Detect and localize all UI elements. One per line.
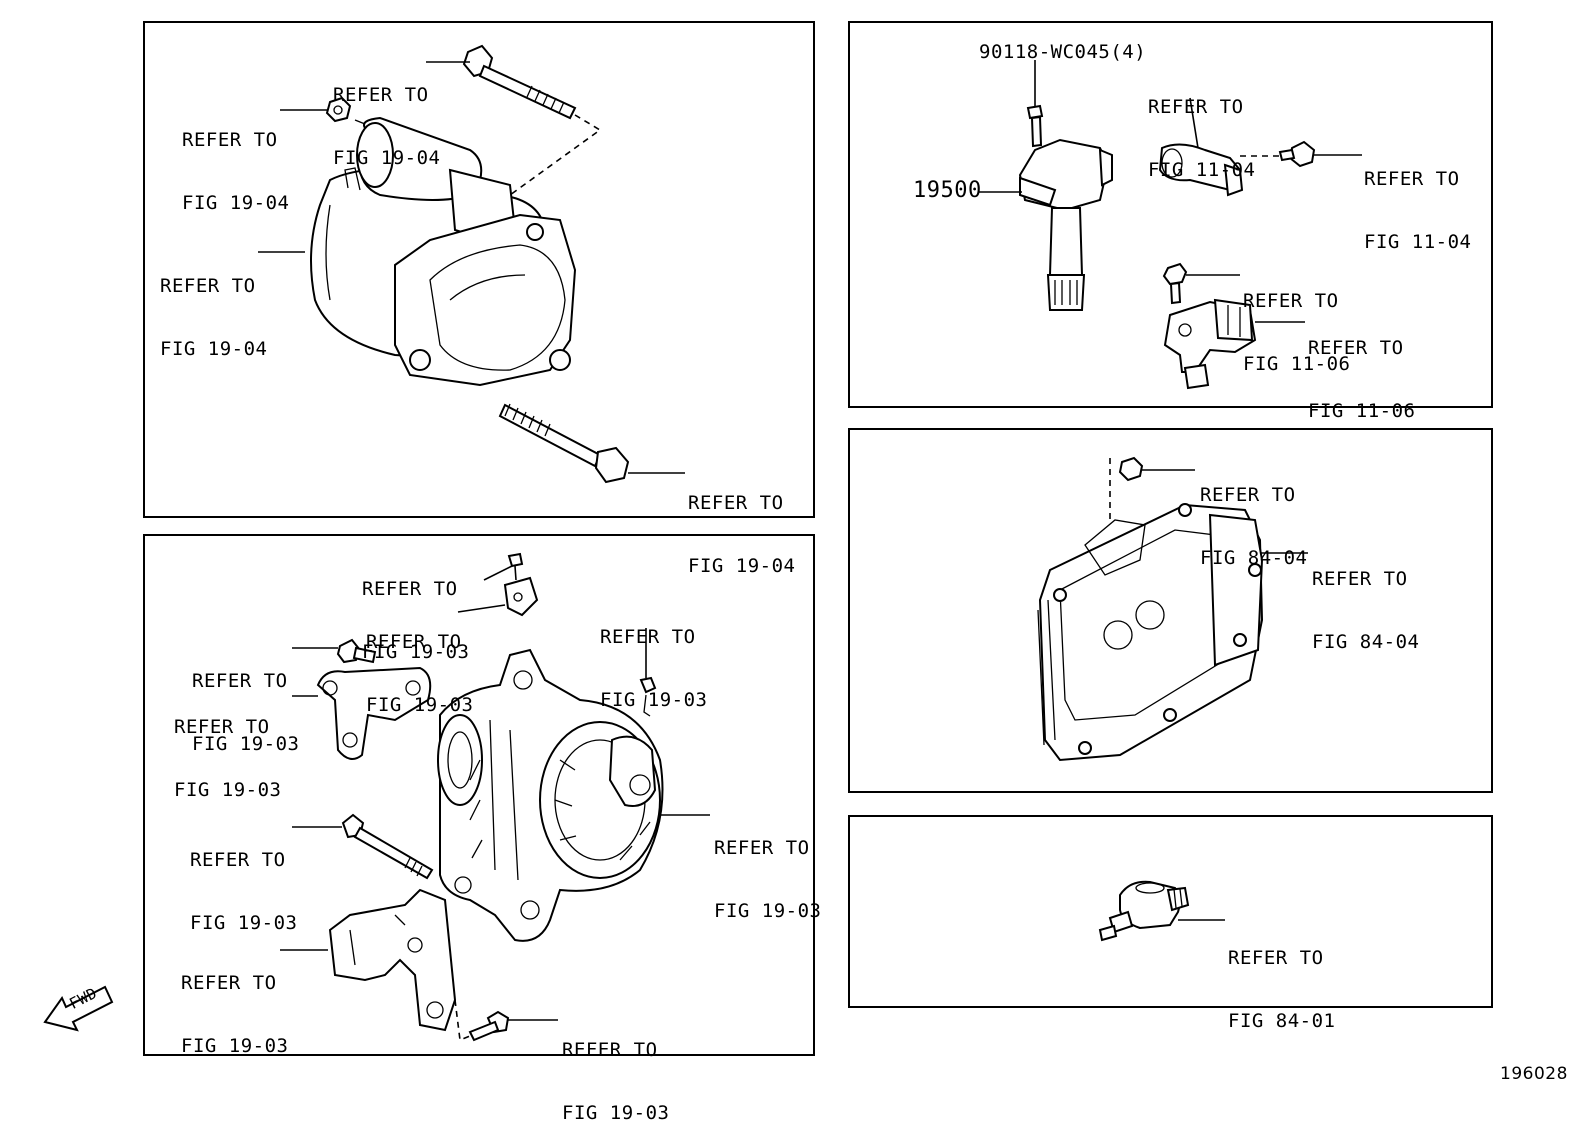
alternator-callout-terminal-nut: REFER TO FIG 19-03: [600, 585, 707, 732]
callout-line2: FIG 19-04: [182, 192, 290, 214]
callout-line1: REFER TO: [688, 492, 784, 514]
alternator-callout-small-bracket: REFER TO FIG 19-03: [366, 590, 473, 737]
callout-line1: REFER TO: [190, 849, 286, 871]
ecu-callout-nut: REFER TO FIG 84-04: [1200, 443, 1307, 590]
ignition-bolt-part-number: 90118-WC045(4): [979, 41, 1147, 63]
engine-control-unit: [1037, 456, 1264, 762]
callout-line1: REFER TO: [192, 670, 288, 692]
callout-line1: REFER TO: [174, 716, 270, 738]
callout-line1: REFER TO: [333, 84, 429, 106]
callout-line2: FIG 19-04: [688, 555, 796, 577]
callout-line2: FIG 19-04: [160, 338, 268, 360]
alternator-callout-stay-bolt: REFER TO FIG 19-03: [192, 629, 299, 776]
ignition-callout-sensor-bolt: REFER TO FIG 11-06: [1243, 249, 1350, 396]
callout-line1: REFER TO: [1148, 96, 1244, 118]
alternator-callout-top-bolt: REFER TO FIG 19-03: [362, 537, 469, 684]
callout-line1: REFER TO: [1364, 168, 1460, 190]
callout-line2: FIG 84-01: [1228, 1010, 1336, 1032]
starter-callout-lower-bolt: REFER TO FIG 19-04: [688, 451, 795, 598]
ignition-callout-cam-sensor: REFER TO FIG 11-04: [1148, 55, 1255, 202]
ignition-callout-crank-sensor: REFER TO FIG 11-06: [1308, 296, 1415, 443]
ignition-parts: [1018, 60, 1362, 390]
callout-line2: FIG 19-03: [714, 900, 822, 922]
callout-line1: REFER TO: [160, 275, 256, 297]
callout-line1: REFER TO: [1243, 290, 1339, 312]
starter-callout-top-bolt: REFER TO FIG 19-04: [333, 43, 440, 190]
ecu-panel: [848, 428, 1493, 793]
fwd-arrow-icon: [43, 985, 114, 1032]
oil-switch-callout: REFER TO FIG 84-01: [1228, 906, 1335, 1053]
callout-line1: REFER TO: [366, 631, 462, 653]
oil-pressure-switch-panel: [848, 815, 1493, 1008]
callout-line1: REFER TO: [1312, 568, 1408, 590]
callout-line1: REFER TO: [1308, 337, 1404, 359]
callout-line2: FIG 19-03: [562, 1102, 670, 1124]
alternator-panel: [143, 534, 815, 1056]
ignition-panel: [848, 21, 1493, 408]
alternator-callout-body: REFER TO FIG 19-03: [714, 796, 821, 943]
ignition-callout-cam-bolt: REFER TO FIG 11-04: [1364, 127, 1471, 274]
callout-line1: REFER TO: [1228, 947, 1324, 969]
callout-line1: REFER TO: [600, 626, 696, 648]
callout-line2: FIG 84-04: [1200, 547, 1308, 569]
starter-motor: [310, 44, 630, 484]
callout-line2: FIG 84-04: [1312, 631, 1420, 653]
callout-line2: FIG 19-03: [190, 912, 298, 934]
callout-line2: FIG 11-04: [1148, 159, 1256, 181]
alternator-callout-through-bolt: REFER TO FIG 19-03: [190, 808, 297, 955]
callout-line2: FIG 19-03: [366, 694, 474, 716]
callout-line1: REFER TO: [362, 578, 458, 600]
callout-line2: FIG 19-04: [333, 147, 441, 169]
callout-line1: REFER TO: [562, 1039, 658, 1061]
starter-callout-nut: REFER TO FIG 19-04: [182, 88, 289, 235]
diagram-id: 196028: [1500, 1064, 1568, 1084]
callout-line2: FIG 19-03: [362, 641, 470, 663]
alternator: [316, 552, 664, 1042]
parts-illustration: [43, 44, 1362, 1042]
oil-pressure-switch: [1098, 880, 1190, 942]
alternator-callout-lower-bracket: REFER TO FIG 19-03: [181, 931, 288, 1078]
callout-line1: REFER TO: [714, 837, 810, 859]
starter-callout-motor: REFER TO FIG 19-04: [160, 234, 267, 381]
callout-line2: FIG 19-03: [174, 779, 282, 801]
callout-line2: FIG 19-03: [600, 689, 708, 711]
callout-line2: FIG 19-03: [192, 733, 300, 755]
callout-line1: REFER TO: [181, 972, 277, 994]
callout-line1: REFER TO: [1200, 484, 1296, 506]
callout-line2: FIG 11-06: [1243, 353, 1351, 375]
alternator-callout-lower-bolt: REFER TO FIG 19-03: [562, 998, 669, 1145]
callout-line1: REFER TO: [182, 129, 278, 151]
callout-line2: FIG 19-03: [181, 1035, 289, 1057]
ecu-callout-unit: REFER TO FIG 84-04: [1312, 527, 1419, 674]
ignition-coil-part-number: 19500: [913, 178, 982, 203]
callout-line2: FIG 11-06: [1308, 400, 1416, 422]
alternator-callout-bracket: REFER TO FIG 19-03: [174, 675, 281, 822]
callout-line2: FIG 11-04: [1364, 231, 1472, 253]
starter-panel: [143, 21, 815, 518]
